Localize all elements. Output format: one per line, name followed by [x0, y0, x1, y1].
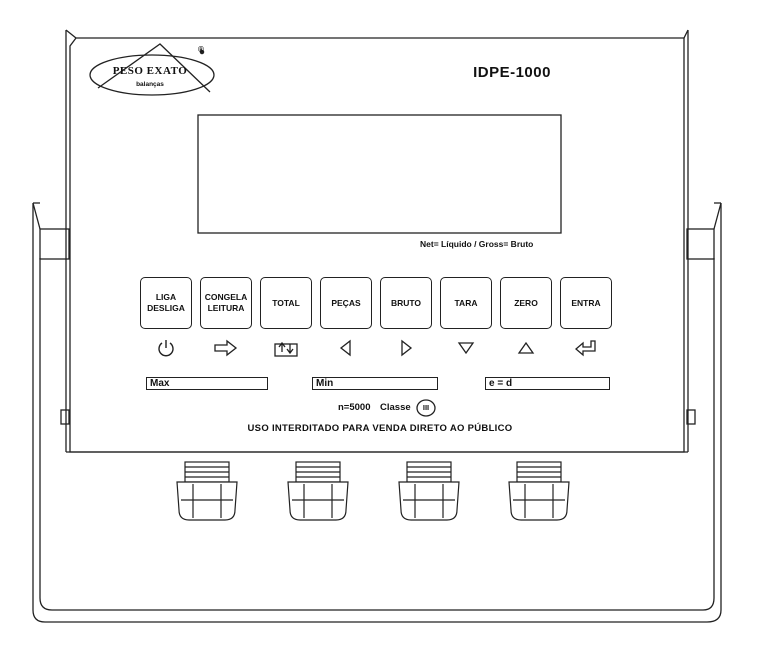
key-congela-leitura[interactable]: CONGELA LEITURA: [200, 277, 252, 329]
enter-return-icon: [575, 340, 596, 357]
key-total[interactable]: TOTAL: [260, 277, 312, 329]
min-field: Min: [312, 377, 438, 390]
display-legend: Net= Líquido / Gross= Bruto: [420, 239, 534, 249]
brand-logo-subtext: balanças: [136, 81, 164, 88]
key-tara[interactable]: TARA: [440, 277, 492, 329]
classe-label: Classe: [380, 402, 411, 413]
key-label: TARA: [454, 297, 478, 308]
side-knob-right: [686, 409, 696, 425]
key-label: LIGA DESLIGA: [147, 292, 185, 313]
bracket-left-arm: [32, 203, 722, 623]
max-field: Max: [146, 377, 268, 390]
brand-registered-mark: ®: [198, 45, 204, 54]
logo-ellipse: [89, 54, 215, 96]
power-icon: [158, 340, 174, 357]
key-label: TOTAL: [272, 297, 300, 308]
key-label: CONGELA LEITURA: [204, 292, 248, 313]
side-knob-left: [60, 409, 70, 425]
triangle-up-icon: [517, 341, 535, 354]
cable-glands: [176, 461, 570, 521]
classe-value: III: [422, 403, 430, 412]
bracket-tab-left: [39, 228, 70, 260]
key-label: BRUTO: [390, 297, 422, 308]
key-label: ENTRA: [571, 297, 601, 308]
arrow-right-outline-icon: [214, 339, 238, 357]
usage-notice: USO INTERDITADO PARA VENDA DIRETO AO PÚB…: [247, 423, 513, 434]
key-entra[interactable]: ENTRA: [560, 277, 612, 329]
lcd-display: [197, 114, 562, 234]
e-d-field: e = d: [485, 377, 610, 390]
key-pecas[interactable]: PEÇAS: [320, 277, 372, 329]
classe-badge: [416, 399, 436, 417]
box-transfer-icon: [274, 341, 298, 357]
key-label: PEÇAS: [331, 297, 361, 308]
key-bruto[interactable]: BRUTO: [380, 277, 432, 329]
bracket-inner: [39, 258, 715, 611]
model-name: IDPE-1000: [473, 64, 551, 81]
bracket-tab-right: [686, 228, 715, 260]
capacity-divisions: n=5000: [338, 402, 371, 413]
triangle-right-icon: [401, 339, 413, 357]
triangle-left-icon: [339, 339, 351, 357]
logo-triangle: [97, 43, 211, 93]
triangle-down-icon: [457, 342, 475, 355]
key-label: ZERO: [514, 297, 538, 308]
key-liga-desliga[interactable]: LIGA DESLIGA: [140, 277, 192, 329]
key-zero[interactable]: ZERO: [500, 277, 552, 329]
brand-logo-text: PESO EXATO: [112, 65, 188, 77]
